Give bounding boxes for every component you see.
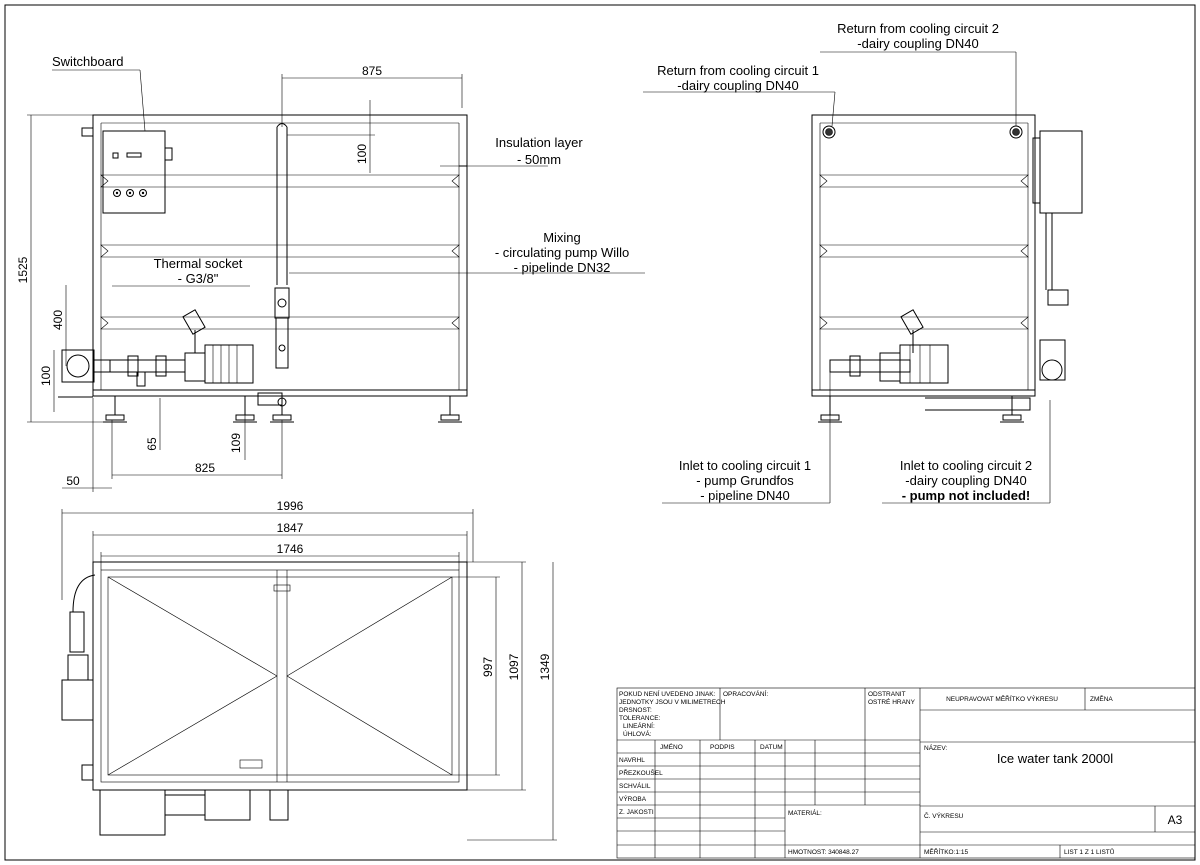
dim-1525: 1525: [16, 256, 30, 283]
tb-odstranit-2: OSTRÉ HRANY: [868, 697, 916, 706]
tb-format: A3: [1168, 813, 1183, 827]
label-return2-1: Return from cooling circuit 2: [837, 21, 999, 36]
tb-note-2: DRSNOST:: [619, 707, 652, 714]
switchboard-box: [102, 130, 166, 214]
dim-1996: 1996: [277, 499, 304, 513]
tb-col-podpis: PODPIS: [710, 744, 735, 751]
label-inlet2-3: - pump not included!: [902, 488, 1031, 503]
label-mixing-1: Mixing: [543, 230, 581, 245]
tb-zmena: ZMĚNA: [1090, 694, 1113, 703]
label-inlet2-2: -dairy coupling DN40: [905, 473, 1026, 488]
tb-row-1: PŘEZKOUŠEL: [619, 768, 663, 777]
dim-65: 65: [145, 437, 159, 451]
label-inlet1-3: - pipeline DN40: [700, 488, 790, 503]
label-inlet2-1: Inlet to cooling circuit 2: [900, 458, 1032, 473]
label-inlet1-2: - pump Grundfos: [696, 473, 794, 488]
dim-997: 997: [481, 657, 495, 677]
dim-100-bottom: 100: [39, 366, 53, 386]
title-block-grid: [616, 687, 1196, 859]
drawing-frame: [4, 4, 1196, 861]
label-thermal-1: Thermal socket: [154, 256, 243, 271]
tb-col-jmeno: JMÉNO: [660, 742, 683, 751]
tb-c-vykresu: Č. VÝKRESU: [924, 811, 964, 820]
tb-title: Ice water tank 2000l: [997, 751, 1113, 766]
top-view: [61, 561, 468, 836]
dim-109: 109: [229, 433, 243, 453]
tb-note-1: JEDNOTKY JSOU V MILIMETRECH: [619, 699, 726, 706]
top-dimensions: [61, 509, 557, 841]
tb-nazev-label: NÁZEV:: [924, 743, 947, 752]
dim-1097: 1097: [507, 653, 521, 680]
label-insulation-1: Insulation layer: [495, 135, 583, 150]
dim-400: 400: [51, 310, 65, 330]
tb-row-3: VÝROBA: [619, 794, 647, 803]
label-return1-1: Return from cooling circuit 1: [657, 63, 819, 78]
side-leaders: [643, 51, 1051, 504]
dim-50: 50: [66, 474, 80, 488]
front-view: [58, 114, 468, 423]
dim-825: 825: [195, 461, 215, 475]
tb-odstranit-1: ODSTRANIT: [868, 691, 906, 698]
dim-1349: 1349: [538, 653, 552, 680]
tb-note-4: LINEÁRNÍ:: [623, 721, 655, 730]
tb-opracovani: OPRACOVÁNÍ:: [723, 689, 768, 698]
tb-meritko: MĚŘÍTKO:1:15: [924, 847, 968, 856]
label-return1-2: -dairy coupling DN40: [677, 78, 798, 93]
tb-row-2: SCHVÁLIL: [619, 781, 651, 790]
side-view: [811, 114, 1083, 423]
dim-1746: 1746: [277, 542, 304, 556]
tb-note-3: TOLERANCE:: [619, 715, 661, 722]
dim-875: 875: [362, 64, 382, 78]
tb-neupravovat: NEUPRAVOVAT MĚŘÍTKO VÝKRESU: [946, 694, 1058, 703]
label-thermal-2: - G3/8": [178, 271, 219, 286]
label-insulation-2: - 50mm: [517, 152, 561, 167]
tb-note-0: POKUD NENÍ UVEDENO JINAK:: [619, 689, 716, 698]
front-dimensions: [27, 69, 645, 492]
label-mixing-2: - circulating pump Willo: [495, 245, 629, 260]
tb-material: MATERIÁL:: [788, 808, 822, 817]
dim-1847: 1847: [277, 521, 304, 535]
tb-col-datum: DATUM: [760, 744, 783, 751]
tb-list: LIST 1 Z 1 LISTŮ: [1064, 847, 1115, 856]
label-return2-2: -dairy coupling DN40: [857, 36, 978, 51]
label-inlet1-1: Inlet to cooling circuit 1: [679, 458, 811, 473]
tb-hmotnost: HMOTNOST: 340848.27: [788, 849, 859, 856]
tb-note-5: ÚHLOVÁ:: [623, 729, 652, 738]
label-switchboard: Switchboard: [52, 54, 124, 69]
tb-row-0: NAVRHL: [619, 757, 645, 764]
tb-row-4: Z. JAKOSTI: [619, 809, 654, 816]
dim-100-top: 100: [355, 144, 369, 164]
label-mixing-3: - pipelinde DN32: [514, 260, 611, 275]
